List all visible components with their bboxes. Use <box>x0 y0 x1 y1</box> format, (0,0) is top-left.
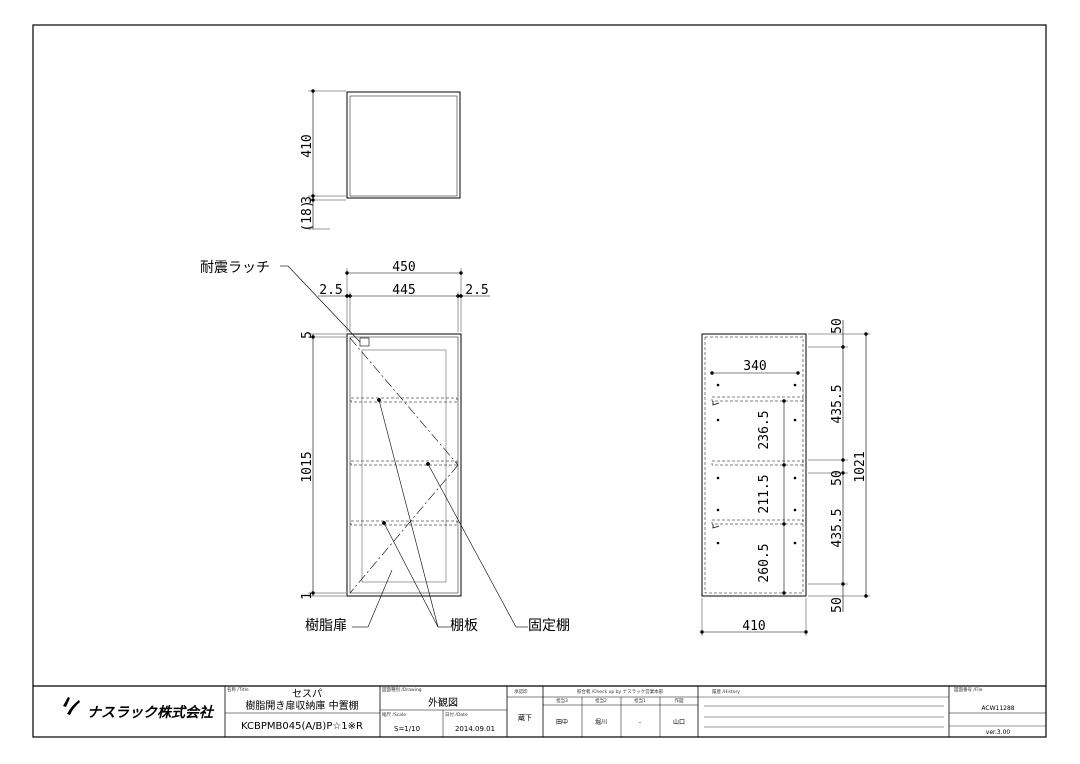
side-top-dim: 50 <box>830 318 845 334</box>
callout-resin-door: 樹脂扉 <box>305 618 347 634</box>
history-header: 履歴 /History <box>712 689 740 695</box>
callout-fixed-shelf: 固定棚 <box>528 618 570 634</box>
model-number: KCBPMB045(A/B)P☆1※R <box>241 721 363 732</box>
check-4-header: 作図 <box>675 697 684 704</box>
product-name: 樹脂開き扉収納庫 中置棚 <box>245 699 358 712</box>
check-2-value: 堀川 <box>595 718 607 726</box>
file-number: ACW11288 <box>981 705 1014 712</box>
side-middle-dim: 50 <box>830 470 845 486</box>
check-header: 照合者 /Check up by ナスラック営業本部 <box>577 688 664 695</box>
check-3-header: 担当1 <box>634 697 646 704</box>
product-series: セスパ <box>292 688 322 700</box>
top-view <box>308 89 461 230</box>
side-shelf-gap-1-dim: 236.5 <box>757 410 772 449</box>
front-total-width-dim: 450 <box>392 260 415 275</box>
side-shelf-gap-2-dim: 211.5 <box>757 474 772 513</box>
side-depth-dim: 410 <box>742 619 765 634</box>
side-view <box>700 320 870 636</box>
front-gap-right-dim: 2.5 <box>465 283 488 298</box>
side-lower-section-dim: 435.5 <box>830 508 845 547</box>
scale-header: 縮尺 /Scale <box>382 711 406 718</box>
scale-value: S=1/10 <box>394 725 420 733</box>
drawing-type-header: 図面種別 /Drawing <box>382 686 422 693</box>
company-logo <box>63 697 80 715</box>
front-inner-width-dim: 445 <box>392 283 415 298</box>
name-header: 名称 /Title <box>227 686 249 693</box>
date-value: 2014.09.01 <box>455 725 495 733</box>
title-block <box>33 685 1046 737</box>
side-shelf-depth-dim: 340 <box>743 359 766 374</box>
front-bottom-gap-dim: 1 <box>300 592 315 600</box>
side-upper-section-dim: 435.5 <box>830 384 845 423</box>
side-total-dim: 1021 <box>853 451 868 482</box>
front-door-height-dim: 1015 <box>300 451 315 482</box>
top-height-dim: 410 <box>300 134 315 157</box>
check-4-value: 山口 <box>673 718 685 726</box>
approval-value: 蔵下 <box>518 713 532 722</box>
sheet-border <box>32 24 1047 738</box>
side-shelf-gap-3-dim: 260.5 <box>757 543 772 582</box>
front-top-gap-dim: 5 <box>300 331 315 339</box>
drawing-type: 外観図 <box>428 696 458 709</box>
top-bottom-gap-dim: 3 <box>300 196 315 204</box>
check-1-value: 田中 <box>556 718 568 726</box>
check-3-value: - <box>639 719 641 726</box>
side-bottom-dim: 50 <box>830 597 845 613</box>
top-base-dim: (18) <box>300 200 315 231</box>
callout-shelf-board: 棚板 <box>450 618 478 634</box>
approval-header: 承認印 <box>514 688 528 695</box>
callout-seismic-latch: 耐震ラッチ <box>200 260 270 276</box>
date-header: 日付 /Date <box>445 711 468 718</box>
front-view <box>287 265 517 628</box>
front-gap-left-dim: 2.5 <box>319 283 342 298</box>
file-header: 図面番号 /File <box>954 686 983 693</box>
check-2-header: 担当2 <box>595 697 607 704</box>
version: ver.3.00 <box>986 729 1011 736</box>
company-name: ナスラック株式会社 <box>87 704 215 721</box>
check-1-header: 担当3 <box>556 697 568 704</box>
